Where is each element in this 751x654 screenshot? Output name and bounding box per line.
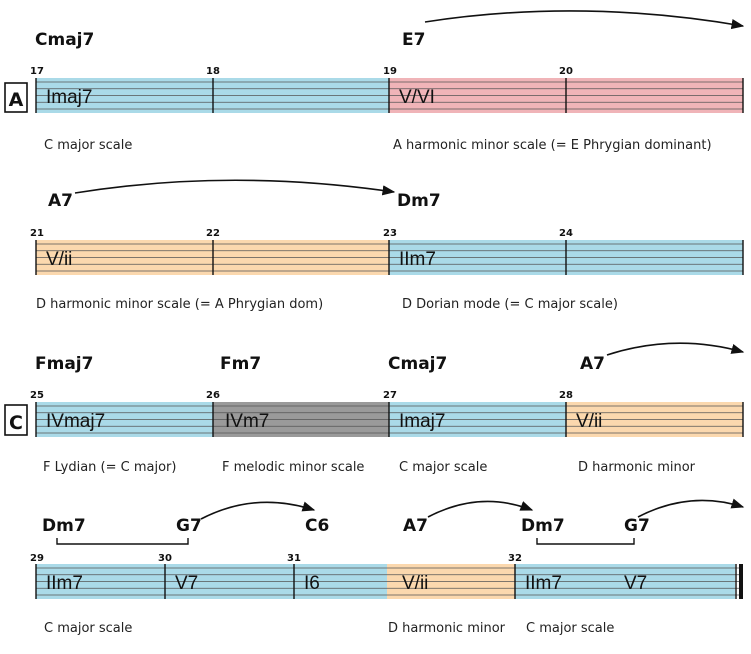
- row-2: A7 Dm7 21 22 23 24 V/ii IIm7 D harmonic …: [30, 179, 744, 312]
- scale-note: C major scale: [44, 621, 132, 636]
- chord-a7: A7: [403, 516, 428, 536]
- resolution-arrow: [200, 501, 316, 520]
- bar-number-31: 31: [287, 553, 301, 564]
- chord-g7: G7: [176, 516, 202, 536]
- roman-ivmaj7: IVmaj7: [46, 411, 105, 432]
- roman-iim7: IIm7: [46, 573, 83, 594]
- chord-fm7: Fm7: [220, 354, 261, 374]
- resolution-arrow: [427, 500, 534, 518]
- ii-v-bracket: [536, 538, 635, 545]
- bar-number-18: 18: [206, 66, 220, 77]
- bar-number-19: 19: [383, 66, 397, 77]
- chord-a7: A7: [48, 191, 73, 211]
- roman-i6: I6: [304, 573, 320, 594]
- roman-v-of-ii: V/ii: [402, 573, 428, 594]
- chord-e7: E7: [402, 30, 425, 50]
- resolution-arrow: [74, 179, 396, 196]
- row-4: Dm7 G7 C6 A7 Dm7 G7 29 30 31 32 IIm7 V7 …: [30, 498, 745, 636]
- row-3: C Fmaj7 Fm7 Cmaj7 A7 25 26 27 28 IVmaj7 …: [4, 342, 745, 475]
- bar-number-32: 32: [508, 553, 522, 564]
- chord-dm7: Dm7: [42, 516, 86, 536]
- scale-note: D harmonic minor: [388, 621, 506, 636]
- scale-note: F Lydian (= C major): [43, 460, 176, 475]
- roman-iim7: IIm7: [525, 573, 562, 594]
- chord-fmaj7: Fmaj7: [35, 354, 93, 374]
- chord-g7: G7: [624, 516, 650, 536]
- resolution-arrow: [424, 10, 745, 30]
- rehearsal-mark-a: A: [9, 89, 24, 111]
- bar-number-24: 24: [559, 228, 573, 239]
- scale-note: C major scale: [526, 621, 614, 636]
- rehearsal-mark-c: C: [9, 412, 23, 434]
- roman-v-of-ii: V/ii: [576, 411, 602, 432]
- bar-number-23: 23: [383, 228, 397, 239]
- roman-ivm7: IVm7: [225, 411, 269, 432]
- roman-v7: V7: [175, 573, 198, 594]
- bar-number-28: 28: [559, 390, 573, 401]
- rehearsal-mark-box: [4, 82, 28, 113]
- bar-number-17: 17: [30, 66, 44, 77]
- chord-dm7: Dm7: [397, 191, 441, 211]
- chord-cmaj7: Cmaj7: [35, 30, 94, 50]
- scale-note: C major scale: [44, 138, 132, 153]
- chord-dm7: Dm7: [521, 516, 565, 536]
- bar-number-27: 27: [383, 390, 397, 401]
- bar-number-21: 21: [30, 228, 44, 239]
- scale-note: C major scale: [399, 460, 487, 475]
- scale-note: D harmonic minor scale (= A Phrygian dom…: [36, 297, 323, 312]
- roman-v-of-vi: V/VI: [399, 87, 435, 108]
- chord-c6: C6: [305, 516, 329, 536]
- bar-number-29: 29: [30, 553, 44, 564]
- scale-note: A harmonic minor scale (= E Phrygian dom…: [393, 138, 712, 153]
- bar-number-26: 26: [206, 390, 220, 401]
- roman-imaj7: Imaj7: [46, 87, 92, 108]
- bar-number-25: 25: [30, 390, 44, 401]
- ii-v-bracket: [56, 538, 189, 545]
- scale-note: D harmonic minor: [578, 460, 696, 475]
- scale-note: F melodic minor scale: [222, 460, 364, 475]
- bar-number-30: 30: [158, 553, 172, 564]
- staff-lines: [36, 567, 741, 596]
- chord-cmaj7: Cmaj7: [388, 354, 447, 374]
- resolution-arrow: [606, 342, 745, 356]
- roman-v7: V7: [624, 573, 647, 594]
- roman-iim7: IIm7: [399, 249, 436, 270]
- roman-imaj7: Imaj7: [399, 411, 445, 432]
- bar-number-22: 22: [206, 228, 220, 239]
- rehearsal-mark-box: [4, 404, 28, 436]
- chord-a7: A7: [580, 354, 605, 374]
- resolution-arrow: [637, 498, 745, 518]
- bar-number-20: 20: [559, 66, 573, 77]
- scale-note: D Dorian mode (= C major scale): [402, 297, 618, 312]
- roman-v-of-ii: V/ii: [46, 249, 72, 270]
- row-1: A Cmaj7 E7 17 18 19 20 Imaj7 V/VI C majo…: [4, 10, 745, 153]
